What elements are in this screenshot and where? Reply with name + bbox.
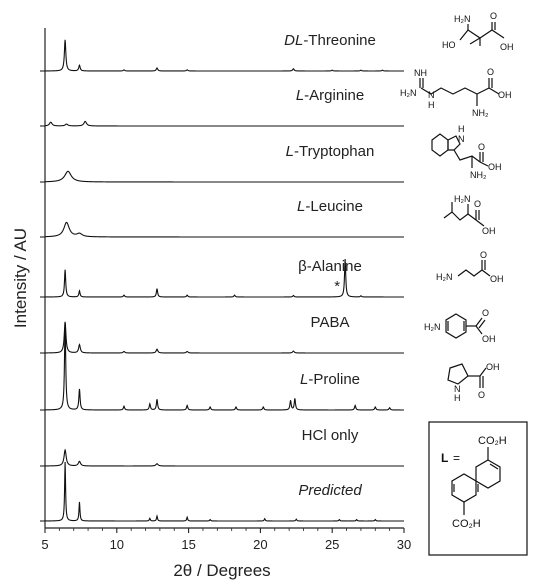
alanine-h2n: H₂N: [436, 272, 453, 282]
threonine-ho: HO: [442, 40, 456, 50]
trace-label: β-Alanine: [298, 258, 362, 275]
arginine-h: H: [428, 100, 435, 110]
alanine-o: O: [480, 250, 487, 260]
trace-line: [45, 321, 404, 354]
threonine-oh: OH: [500, 42, 514, 52]
proline-oh: OH: [486, 362, 500, 372]
proline-n: N: [454, 384, 461, 394]
trace-labels: DL-ThreonineL-ArginineL-TryptophanL-Leuc…: [284, 32, 376, 499]
trace-label: L-Leucine: [297, 198, 363, 215]
arginine-nh2: NH₂: [472, 108, 489, 118]
annotations: *: [334, 278, 340, 295]
x-tick-label: 20: [253, 537, 267, 552]
paba-h2n: H₂N: [424, 322, 441, 332]
trace-label: L-Tryptophan: [286, 143, 375, 160]
x-tick-label: 25: [325, 537, 339, 552]
x-axis-title: 2θ / Degrees: [173, 561, 270, 580]
arginine-o: O: [487, 67, 494, 77]
tryptophan-n: N: [458, 134, 465, 144]
naphthalene-icon: [451, 447, 501, 515]
trace-line: [45, 258, 404, 298]
tryptophan-nh2: NH₂: [470, 170, 487, 180]
beta-alanine-structure-icon: H₂N O OH: [436, 250, 504, 284]
x-tick-label: 10: [110, 537, 124, 552]
arginine-n: N: [428, 90, 435, 100]
x-tick-label: 30: [397, 537, 411, 552]
trace-line: [44, 462, 404, 522]
ligand-legend-box: L = CO₂H CO₂H: [428, 421, 528, 556]
threonine-structure-icon: H₂N HO O OH: [442, 11, 514, 52]
leucine-structure-icon: H₂N O OH: [443, 194, 496, 236]
ligand-label: L: [441, 451, 448, 465]
peak-annotation: *: [334, 278, 340, 295]
ligand-bottom-group: CO₂H: [452, 518, 481, 530]
plot-area: 5 10 15 20 25 30 DL-ThreonineL-ArginineL-Tryp…: [11, 28, 411, 580]
trace-line: [45, 448, 404, 467]
trace-line: [44, 322, 404, 411]
x-ticks: 5 10 15 20 25 30: [41, 528, 411, 552]
tryptophan-oh: OH: [488, 162, 502, 172]
y-ticks: [40, 70, 45, 522]
x-tick-label: 5: [41, 537, 48, 552]
paba-oh: OH: [482, 334, 496, 344]
trace-line: [44, 221, 404, 238]
proline-structure-icon: N H OH O: [447, 362, 500, 403]
trace-label: L-Arginine: [296, 87, 364, 104]
ligand-top-group: CO₂H: [478, 435, 507, 447]
paba-structure-icon: H₂N O OH: [424, 308, 496, 344]
x-tick-label: 15: [181, 537, 195, 552]
trace-line: [45, 39, 404, 72]
trace-label: DL-Threonine: [284, 32, 376, 49]
trace-label: L-Proline: [300, 371, 360, 388]
proline-o: O: [478, 390, 485, 400]
ligand-box-frame: [428, 421, 528, 556]
arginine-nh: NH: [414, 68, 427, 78]
trace-label: Predicted: [298, 482, 362, 499]
alanine-oh: OH: [490, 274, 504, 284]
threonine-nh2: H₂N: [454, 14, 471, 24]
arginine-structure-icon: NH H₂N N H O OH NH₂: [400, 67, 512, 118]
trace-line: [44, 120, 404, 127]
proline-h: H: [454, 393, 461, 403]
tryptophan-h: H: [458, 124, 465, 134]
trace-label: HCl only: [302, 427, 359, 444]
trace-label: PABA: [311, 314, 350, 331]
arginine-h2n: H₂N: [400, 88, 417, 98]
tryptophan-structure-icon: H N O OH NH₂: [431, 124, 502, 180]
leucine-h2n: H₂N: [454, 194, 471, 204]
leucine-oh: OH: [482, 226, 496, 236]
y-axis-title: Intensity / AU: [11, 228, 30, 328]
threonine-o: O: [490, 11, 497, 21]
traces: [44, 39, 404, 522]
arginine-oh: OH: [498, 90, 512, 100]
trace-line: [45, 170, 404, 183]
ligand-equals: =: [453, 451, 460, 465]
paba-o: O: [482, 308, 489, 318]
tryptophan-o: O: [478, 142, 485, 152]
leucine-o: O: [474, 199, 481, 209]
